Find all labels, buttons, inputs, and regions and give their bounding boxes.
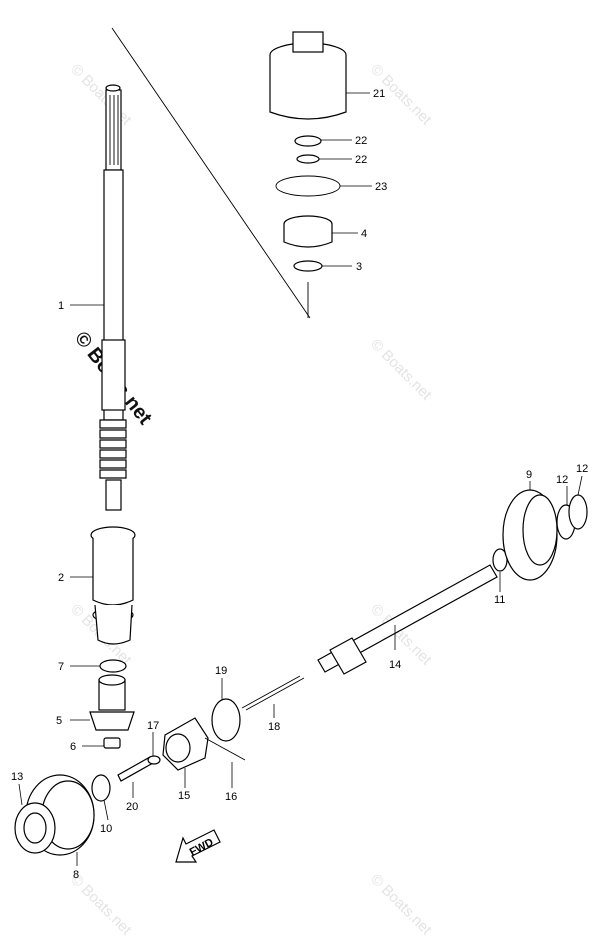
label-22b: 22 (355, 154, 367, 166)
pinion-gear (89, 674, 135, 731)
drive-shaft (99, 84, 127, 511)
label-21: 21 (373, 88, 385, 100)
reverse-gear (14, 774, 95, 856)
o-ring-23 (275, 175, 341, 197)
label-5: 5 (56, 715, 62, 727)
label-8: 8 (73, 869, 79, 881)
watermark: © Boats.net (367, 871, 435, 939)
label-4: 4 (361, 228, 367, 240)
shim-10 (91, 774, 111, 802)
fwd-arrow: FWD (175, 829, 221, 863)
label-14: 14 (389, 659, 401, 671)
o-ring-22b (296, 154, 320, 164)
rod-16 (204, 737, 246, 761)
forward-gear (502, 489, 558, 581)
spring-18 (241, 675, 305, 711)
circlip-3 (293, 260, 323, 272)
label-18: 18 (268, 721, 280, 733)
propeller-shaft (317, 564, 498, 675)
o-ring-22a (294, 135, 322, 147)
bearing-housing (269, 31, 347, 120)
label-23: 23 (375, 181, 387, 193)
part-labels: 1 2 3 4 5 6 7 8 9 10 11 12 12 13 14 15 1… (11, 88, 588, 881)
shaft-sleeve (90, 526, 136, 645)
nut (103, 737, 121, 749)
clip-17 (147, 755, 161, 765)
fwd-label: FWD (188, 836, 216, 858)
bearing-4 (283, 215, 333, 248)
ring-19 (211, 698, 241, 742)
watermark: © Boats.net (67, 61, 135, 129)
label-15: 15 (178, 790, 190, 802)
watermark: © Boats.net (367, 336, 435, 404)
label-16: 16 (225, 791, 237, 803)
label-12b: 12 (576, 463, 588, 475)
label-11: 11 (494, 594, 505, 606)
label-9: 9 (526, 469, 532, 481)
leader-lines (18, 92, 583, 866)
label-6: 6 (70, 741, 76, 753)
washer-12b (568, 494, 588, 530)
label-3: 3 (356, 261, 362, 273)
label-7: 7 (58, 661, 64, 673)
clutch-dog (162, 717, 209, 771)
guide-lines (111, 27, 311, 319)
washer-7 (99, 659, 127, 673)
label-13: 13 (11, 771, 23, 783)
label-19: 19 (215, 665, 227, 677)
label-22a: 22 (355, 135, 367, 147)
watermark: © Boats.net (67, 871, 135, 939)
label-1: 1 (58, 300, 64, 312)
label-2: 2 (58, 572, 64, 584)
label-12a: 12 (556, 474, 568, 486)
label-10: 10 (100, 823, 112, 835)
label-17: 17 (147, 720, 159, 732)
label-20: 20 (126, 801, 138, 813)
